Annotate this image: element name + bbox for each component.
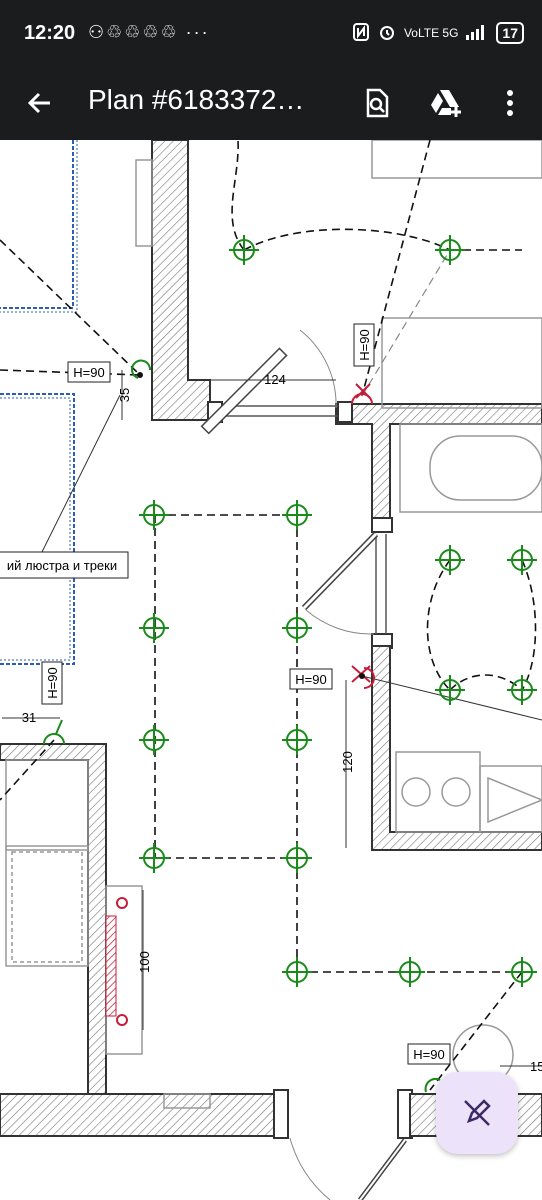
back-button[interactable] xyxy=(20,83,60,123)
furniture xyxy=(5,140,542,1109)
signal-icon xyxy=(466,24,488,43)
dim-120: 120 xyxy=(340,751,355,773)
switch-symbols xyxy=(43,359,441,1093)
alarm-icon xyxy=(378,23,396,44)
wiring-gray xyxy=(361,249,451,397)
edit-off-icon xyxy=(464,1099,491,1126)
electric-strip xyxy=(105,915,117,1017)
h90-label-a: H=90 xyxy=(67,361,111,383)
svg-text:ий люстра и треки: ий люстра и треки xyxy=(7,558,117,573)
wiring-lines xyxy=(0,140,537,1091)
add-to-drive-button[interactable] xyxy=(426,83,466,123)
svg-text:H=90: H=90 xyxy=(73,365,104,380)
app-bar: Plan #6183372… xyxy=(0,66,542,140)
svg-text:H=90: H=90 xyxy=(357,329,372,360)
h90-label-d: H=90 xyxy=(289,668,333,690)
h90-label-e: H=90 xyxy=(407,1043,451,1065)
h90-label-c: H=90 xyxy=(41,661,63,705)
status-time: 12:20 xyxy=(24,22,76,44)
svg-text:H=90: H=90 xyxy=(45,667,60,698)
dim-124: 124 xyxy=(264,372,286,387)
floor-plan-viewer[interactable]: H=90 H=90 H=90 H=90 H=90 ий люстра и тре… xyxy=(0,140,542,1200)
svg-text:H=90: H=90 xyxy=(413,1047,444,1062)
lamp-note-label: ий люстра и треки xyxy=(0,551,129,579)
more-vert-icon xyxy=(507,90,513,116)
edit-fab[interactable] xyxy=(436,1072,518,1154)
battery-icon: 17 xyxy=(496,22,524,44)
dimension-lines xyxy=(2,370,542,1067)
network-label: VoLTE 5G xyxy=(403,26,459,40)
lamp-leader-line xyxy=(39,394,121,557)
left-window-frames xyxy=(0,140,78,665)
walls xyxy=(0,140,542,1139)
doors xyxy=(200,329,407,1200)
search-document-button[interactable] xyxy=(357,83,397,123)
more-options-button[interactable] xyxy=(490,83,530,123)
drive-add-icon xyxy=(431,90,461,117)
dim-35: 35 xyxy=(117,388,132,402)
page-title: Plan #6183372… xyxy=(88,84,305,115)
light-fixtures xyxy=(138,234,538,988)
leader-line xyxy=(361,675,542,721)
arrow-back-icon xyxy=(27,92,50,114)
document-search-icon xyxy=(366,88,389,118)
svg-text:H=90: H=90 xyxy=(295,672,326,687)
status-bar: 12:20 ⚇♲♲♲♲ ··· VoLTE 5G 17 xyxy=(0,0,542,66)
notification-icons: ⚇♲♲♲♲ ··· xyxy=(88,22,210,42)
floor-plan-drawing: H=90 H=90 H=90 H=90 H=90 ий люстра и тре… xyxy=(0,140,542,1200)
dim-15: 15 xyxy=(530,1059,542,1074)
dim-100: 100 xyxy=(137,951,152,973)
nfc-icon xyxy=(352,22,370,44)
status-right: VoLTE 5G 17 xyxy=(352,20,524,46)
h90-label-b: H=90 xyxy=(353,323,375,367)
dim-31: 31 xyxy=(22,710,36,725)
